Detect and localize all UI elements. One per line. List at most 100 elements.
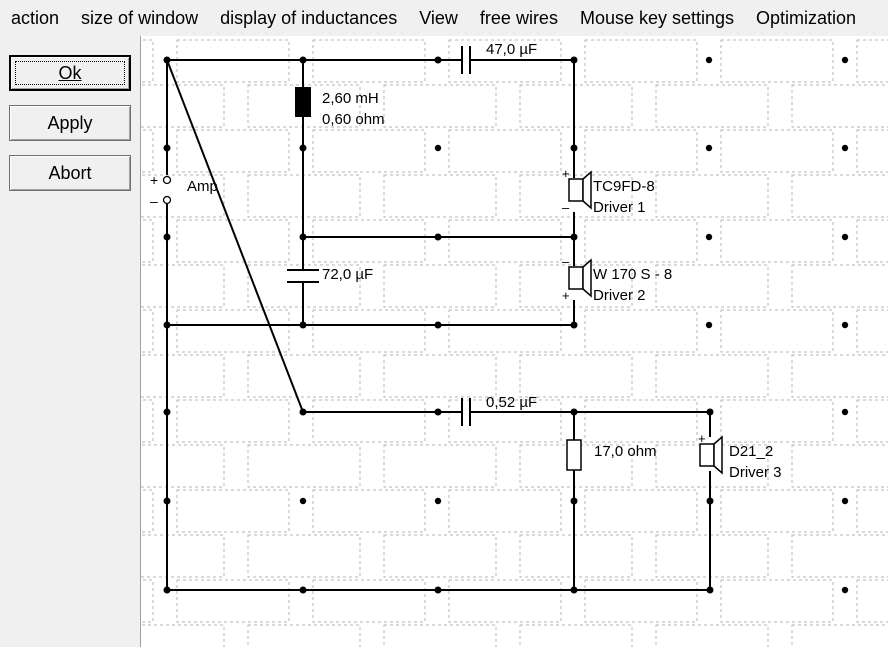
grid-cell [312,219,426,263]
wire-node[interactable] [299,233,307,241]
menu-mouse-key-settings[interactable]: Mouse key settings [579,8,735,28]
menu-size-of-window[interactable]: size of window [81,8,199,28]
grid-cell [791,444,888,488]
menu-display-of-inductances[interactable]: display of inductances [220,8,398,28]
wire-node[interactable] [570,144,578,152]
driver-3[interactable]: + D21_2 Driver 3 [698,431,782,481]
grid-cell [519,174,633,218]
wire-node[interactable] [434,56,442,64]
wire-node[interactable] [706,408,714,416]
grid-cell [519,624,633,647]
wire-node[interactable] [706,586,714,594]
wire-node[interactable] [163,56,171,64]
wire-node[interactable] [163,233,171,241]
wire-node[interactable] [163,408,171,416]
grid-cell [312,129,426,173]
grid-cell [141,624,225,647]
grid-cell [141,489,154,533]
grid-cell [176,129,290,173]
wire-node[interactable] [706,497,714,505]
capacitor-c3[interactable]: 0,52 µF [461,394,537,426]
ok-button[interactable]: Ok [9,55,131,91]
grid-cell [655,534,769,578]
grid-cell [856,579,888,623]
grid-cell [312,579,426,623]
ok-button-label: Ok [58,62,82,83]
grid-node [299,497,307,505]
driver-1-name: Driver 1 [593,199,646,216]
grid-cell [720,219,834,263]
grid-node [841,321,849,329]
grid-cell [176,219,290,263]
grid-cell [247,444,361,488]
wire-node[interactable] [299,408,307,416]
grid-cell [856,39,888,83]
wire-node[interactable] [163,586,171,594]
wire-node[interactable] [299,56,307,64]
resistor-r1[interactable]: 17,0 ohm [566,439,657,471]
capacitor-c1[interactable]: 47,0 µF [461,41,537,74]
grid-cell [519,354,633,398]
driver-1-minus: – [562,200,570,215]
wire-node[interactable] [299,586,307,594]
amp-minus-sign: – [150,193,158,209]
driver-2[interactable]: – + W 170 S - 8 Driver 2 [562,254,672,304]
grid-cell [655,174,769,218]
grid-cell [791,624,888,647]
menu-free-wires[interactable]: free wires [479,8,558,28]
wire-node[interactable] [434,233,442,241]
wire-node[interactable] [570,408,578,416]
wire-node[interactable] [163,144,171,152]
apply-button[interactable]: Apply [9,105,131,141]
grid-node [434,144,442,152]
grid-node [841,497,849,505]
schematic-canvas[interactable]: + – Amp 47,0 µF 2,60 mH 0,60 ohm 72,0 µF… [141,36,888,647]
grid-cell [584,489,698,533]
grid-cell [655,354,769,398]
driver-1[interactable]: + – TC9FD-8 Driver 1 [562,166,655,216]
wire-node[interactable] [570,233,578,241]
grid-node [434,497,442,505]
menu-optimization[interactable]: Optimization [756,8,857,28]
amp-plus-terminal[interactable] [162,175,172,185]
wire-node[interactable] [570,321,578,329]
wire-node[interactable] [570,497,578,505]
amp-terminals[interactable]: + – Amp [150,172,218,209]
grid-cell [448,309,562,353]
wire-node[interactable] [299,144,307,152]
grid-cell [584,399,698,443]
grid-cell [383,174,497,218]
capacitor-c2[interactable]: 72,0 µF [287,266,373,283]
abort-button-label: Abort [48,162,92,183]
wire-node[interactable] [299,321,307,329]
grid-cell [247,534,361,578]
grid-cell [519,84,633,128]
menu-action[interactable]: action [11,8,60,28]
wire-nodes [163,56,714,594]
grid-cell [141,129,154,173]
menu-view[interactable]: View [419,8,458,28]
grid-cell [519,264,633,308]
grid-cell [383,264,497,308]
grid-cell [383,84,497,128]
wire-node[interactable] [434,408,442,416]
wire-node[interactable] [163,497,171,505]
amp-minus-terminal[interactable] [162,195,172,205]
wire-node[interactable] [570,56,578,64]
wire-node[interactable] [434,586,442,594]
c1-value: 47,0 µF [486,41,537,58]
grid-cell [856,489,888,533]
grid-cell [584,219,698,263]
inductor-l1[interactable]: 2,60 mH 0,60 ohm [295,87,385,128]
wire-node[interactable] [434,321,442,329]
grid-cell [655,264,769,308]
wire-node[interactable] [570,586,578,594]
grid-cell [383,534,497,578]
grid-node [841,56,849,64]
driver-1-model: TC9FD-8 [593,178,655,195]
grid-cell [247,354,361,398]
grid-cell [720,129,834,173]
grid-node [841,408,849,416]
wire-node[interactable] [163,321,171,329]
abort-button[interactable]: Abort [9,155,131,191]
